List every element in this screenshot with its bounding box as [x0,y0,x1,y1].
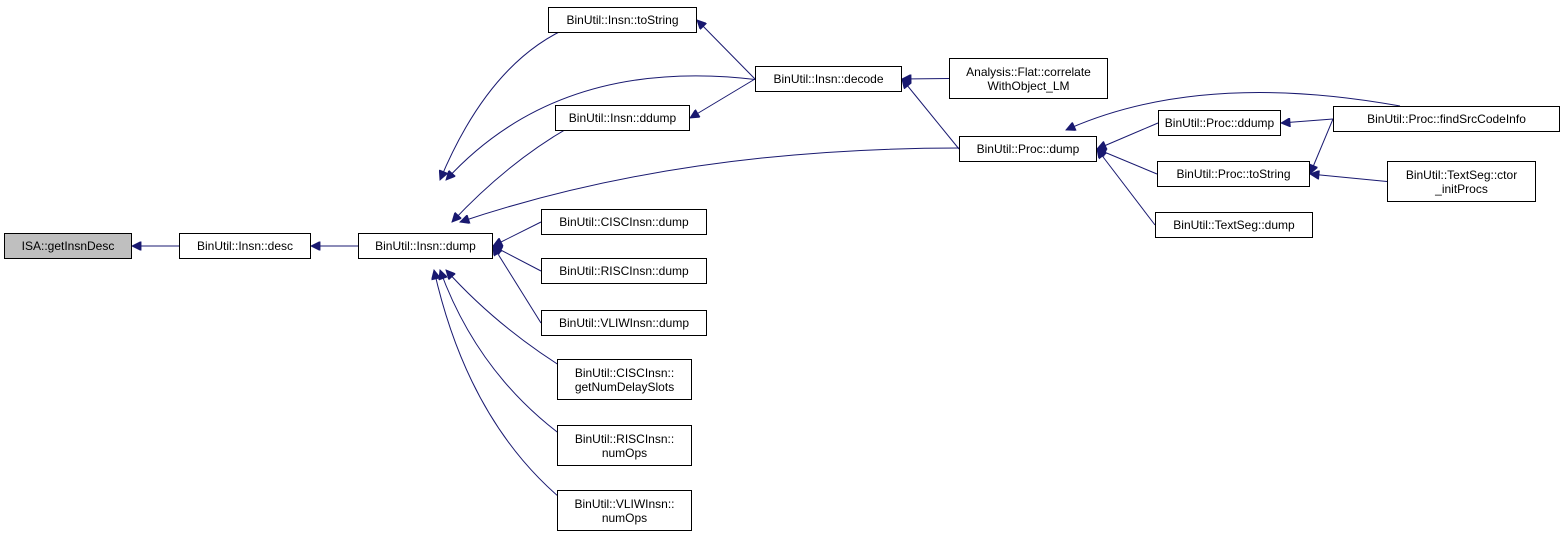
node-textseg-dump[interactable]: BinUtil::TextSeg::dump [1155,212,1313,238]
edge-proc-findsrccodeinfo-to-proc-tostring [1310,118,1334,174]
edge-riscinsn-numops-to-insn-dump [440,270,576,446]
node-insn-desc[interactable]: BinUtil::Insn::desc [179,233,311,259]
node-label: numOps [601,445,648,460]
node-label: BinUtil::Insn::desc [196,239,294,253]
node-vliwinsn-numops[interactable]: BinUtil::VLIWInsn::numOps [557,490,692,531]
node-label: BinUtil::Insn::dump [375,239,476,253]
node-label: Analysis::Flat::correlate [966,64,1091,79]
node-textseg-ctor-initprocs[interactable]: BinUtil::TextSeg::ctor_initProcs [1387,161,1536,202]
node-label: BinUtil::VLIWInsn::dump [558,316,690,330]
node-label: BinUtil::Proc::toString [1176,167,1291,181]
edge-proc-findsrccodeinfo-to-proc-dump [1066,92,1401,131]
node-label: BinUtil::VLIWInsn:: [574,496,675,511]
node-label: BinUtil::TextSeg::ctor [1405,167,1518,182]
node-label: numOps [601,510,648,525]
edge-insn-decode-to-insn-tostring [697,20,756,80]
node-insn-decode[interactable]: BinUtil::Insn::decode [755,66,902,92]
node-label: BinUtil::Proc::findSrcCodeInfo [1367,112,1526,126]
node-label: BinUtil::Insn::decode [773,72,884,86]
node-label: BinUtil::RISCInsn:: [574,431,675,446]
edge-textseg-ctor-initprocs-to-proc-tostring [1310,174,1388,182]
edge-ciscinsn-dump-to-insn-dump [493,221,542,246]
edge-insn-tostring-to-insn-dump [440,25,573,180]
edge-vliwinsn-numops-to-insn-dump [434,270,576,511]
node-label: BinUtil::RISCInsn::dump [559,264,689,278]
node-proc-tostring[interactable]: BinUtil::Proc::toString [1157,161,1310,187]
node-label: BinUtil::TextSeg::dump [1173,218,1295,232]
edge-vliwinsn-dump-to-insn-dump [493,246,542,324]
node-proc-ddump[interactable]: BinUtil::Proc::ddump [1158,110,1281,136]
node-label: BinUtil::Proc::ddump [1164,116,1275,130]
edge-insn-ddump-to-insn-dump [452,123,576,222]
node-ciscinsn-dump[interactable]: BinUtil::CISCInsn::dump [541,209,707,235]
node-insn-tostring[interactable]: BinUtil::Insn::toString [548,7,697,33]
node-ciscinsn-getnumdelayslots[interactable]: BinUtil::CISCInsn::getNumDelaySlots [557,359,692,400]
node-label: ISA::getInsnDesc [21,239,115,253]
node-label: BinUtil::Insn::ddump [568,111,677,125]
node-vliwinsn-dump[interactable]: BinUtil::VLIWInsn::dump [541,310,707,336]
node-isa-getinsndesc: ISA::getInsnDesc [4,233,132,259]
edge-flat-correlate-to-insn-decode [902,79,950,80]
edge-proc-dump-to-insn-dump [460,147,961,222]
node-label: BinUtil::Proc::dump [976,142,1080,156]
node-proc-findsrccodeinfo[interactable]: BinUtil::Proc::findSrcCodeInfo [1333,106,1560,132]
edge-riscinsn-dump-to-insn-dump [493,246,542,272]
node-riscinsn-dump[interactable]: BinUtil::RISCInsn::dump [541,258,707,284]
node-riscinsn-numops[interactable]: BinUtil::RISCInsn::numOps [557,425,692,466]
node-label: BinUtil::CISCInsn:: [574,365,675,380]
node-label: BinUtil::Insn::toString [566,13,679,27]
node-label: WithObject_LM [987,78,1070,93]
node-label: _initProcs [1435,181,1488,196]
node-label: BinUtil::CISCInsn::dump [559,215,689,229]
edge-proc-findsrccodeinfo-to-proc-ddump [1281,119,1334,123]
edge-textseg-dump-to-proc-dump [1097,149,1156,226]
node-proc-dump[interactable]: BinUtil::Proc::dump [959,136,1097,162]
node-insn-ddump[interactable]: BinUtil::Insn::ddump [555,105,690,131]
node-label: getNumDelaySlots [574,379,675,394]
edge-insn-decode-to-insn-dump [446,75,761,180]
edge-insn-decode-to-insn-ddump [690,78,756,118]
edge-proc-tostring-to-proc-dump [1097,149,1158,175]
edge-proc-ddump-to-proc-dump [1097,122,1159,149]
edge-proc-dump-to-insn-decode [902,79,960,150]
node-insn-dump[interactable]: BinUtil::Insn::dump [358,233,493,259]
